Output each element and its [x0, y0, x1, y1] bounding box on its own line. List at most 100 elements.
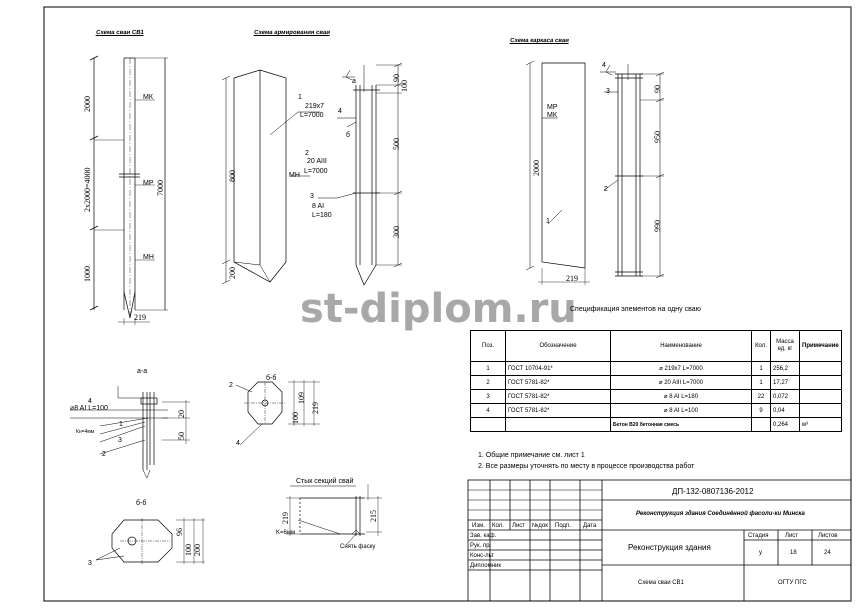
pile-scheme-view	[89, 55, 168, 325]
spec-row: 4 ГОСТ 5781-82* ⌀ 8 AI L=100 9 0,04	[470, 403, 842, 418]
spec-row: Бетон В20 бетонная смесь 0,264 м³	[470, 417, 842, 432]
tb-col-izm: Изм.	[472, 523, 485, 529]
tb-role-3: Конс-льт	[470, 553, 495, 559]
pile-dim-mid: 2x2000=4000	[83, 167, 92, 212]
pile-dim-219: 219	[134, 313, 146, 322]
joint-title: Стык секций свай	[296, 478, 354, 485]
spec-cell: Бетон В20 бетонная смесь	[610, 417, 752, 432]
tb-col-doc: №док	[532, 523, 548, 529]
joint-dim-219: 219	[281, 512, 290, 524]
reinf-pos3-text: 8 AI	[312, 203, 325, 210]
reinf-mark-mn: МН	[289, 172, 300, 179]
sheet-frame	[43, 6, 852, 602]
skel-mark-mr: МР	[547, 104, 558, 111]
section-vv-view	[95, 518, 205, 564]
tb-stage-name: Реконструкция здания	[628, 543, 711, 552]
sec-bb-dim-100: 100	[291, 412, 300, 424]
spec-table: Поз. Обозначение Наименование Кол. Масса…	[470, 330, 842, 432]
joint-weld: K=6мм	[276, 530, 296, 536]
spec-h-pos: Поз.	[470, 330, 506, 362]
reinforcement-scheme-view	[221, 62, 403, 286]
skel-dim-990: 990	[653, 220, 662, 232]
spec-cell	[799, 389, 842, 404]
tb-list-val: 18	[790, 550, 797, 556]
reinf-pos3: 3	[310, 193, 314, 200]
tb-col-kol: Кол.	[492, 523, 504, 529]
spec-cell	[799, 361, 842, 376]
reinf-dim-200: 200	[228, 267, 237, 279]
sec-vv-dim-200: 200	[193, 544, 202, 556]
spec-cell-text: 219x7 L=7000	[664, 366, 703, 372]
reinf-pos1-text: 219x7	[305, 103, 325, 110]
skel-dim-219: 219	[566, 274, 578, 283]
joint-chamfer: Снять фаску	[340, 544, 376, 550]
skel-dim-950: 950	[653, 131, 662, 143]
reinf-dim-300: 300	[392, 226, 401, 238]
spec-cell: м³	[799, 417, 842, 432]
spec-cell	[799, 375, 842, 390]
spec-cell: 0,072	[770, 389, 800, 404]
tb-stage-label: Стадия	[748, 533, 769, 539]
spec-h-mass: Масса ед. кг	[770, 330, 800, 362]
skeleton-scheme-view	[525, 60, 665, 285]
spec-cell: 256,2	[770, 361, 800, 376]
reinf-pos3-len: L=180	[312, 212, 332, 219]
reinf-dim-100: 100	[400, 80, 409, 92]
reinf-pos2-text: 20 AIII	[307, 158, 327, 165]
spec-h-doc: Обозначение	[505, 330, 611, 362]
pile-mark-mk: МК	[143, 94, 153, 101]
spec-cell: 4	[470, 403, 506, 418]
tb-lists-label: Листов	[818, 533, 838, 539]
spec-cell-text: 8 AI L=100	[669, 408, 699, 414]
spec-cell: ГОСТ 5781-82*	[505, 389, 611, 404]
pile-dim-total: 7000	[156, 180, 165, 196]
pile-dim-1000: 1000	[83, 266, 92, 282]
skel-mark-mk: МК	[547, 112, 557, 119]
spec-cell: ГОСТ 5781-82*	[505, 375, 611, 390]
reinf-pos2: 2	[305, 150, 309, 157]
sec-vv-dim-100: 100	[184, 544, 193, 556]
sec-aa-dim-50: 50	[177, 432, 186, 440]
spec-cell: 3	[470, 389, 506, 404]
joint-detail-view	[286, 484, 382, 546]
tb-doc-code: ДП-132-0807136-2012	[672, 487, 754, 496]
spec-cell: 1	[751, 361, 771, 376]
spec-cell: ⌀ 20 AIII L=7000	[610, 375, 752, 390]
spec-h-note: Примечание	[799, 330, 842, 362]
spec-cell: 0,264	[770, 417, 800, 432]
sec-aa-weld: Кн=4мм	[76, 429, 95, 435]
spec-cell: 1	[470, 361, 506, 376]
note-2: 2. Все размеры уточнять по месту в проце…	[478, 463, 695, 470]
reinf-dim-800: 800	[228, 170, 237, 182]
tb-role-4: Дипломник	[470, 563, 501, 569]
spec-cell: 0,04	[770, 403, 800, 418]
spec-cell	[470, 417, 506, 432]
sec-vv-pos3: 3	[88, 560, 92, 567]
tb-col-list: Лист	[512, 523, 526, 529]
reinf-pos2-len: L=7000	[304, 168, 328, 175]
reinf-pos1: 1	[298, 94, 302, 101]
tb-stage-val: у	[759, 550, 762, 556]
spec-row: 1 ГОСТ 10704-91* ⌀ 219x7 L=7000 1 256,2	[470, 361, 842, 376]
spec-cell: ГОСТ 5781-82*	[505, 403, 611, 418]
sec-aa-bar: ⌀8 AI L=100	[70, 405, 108, 412]
title-block	[467, 479, 852, 602]
tb-role-2: Рук. пр.	[470, 543, 492, 549]
pile-mark-mn: МН	[143, 254, 154, 261]
tb-list-label: Лист	[785, 533, 799, 539]
tb-lists-val: 24	[824, 550, 831, 556]
tb-object: Реконструкция здания Соединённой фасоли-…	[636, 511, 805, 517]
spec-cell: ⌀ 8 AI L=100	[610, 403, 752, 418]
tb-sheet-name: Схема сваи СВ1	[638, 580, 684, 586]
spec-cell: 1	[751, 375, 771, 390]
spec-h-name: Наименование	[610, 330, 752, 362]
sec-aa-bar-text: 8 AI L=100	[74, 405, 108, 412]
skel-dim-2000: 2000	[532, 160, 541, 176]
skel-pos3: 3	[606, 88, 610, 95]
tb-org: ОГТУ ПГС	[778, 580, 807, 586]
spec-cell: ГОСТ 10704-91*	[505, 361, 611, 376]
spec-title: Спецификация элементов на одну сваю	[570, 306, 701, 313]
skel-pos1: 1	[546, 218, 550, 225]
spec-cell: 2	[470, 375, 506, 390]
